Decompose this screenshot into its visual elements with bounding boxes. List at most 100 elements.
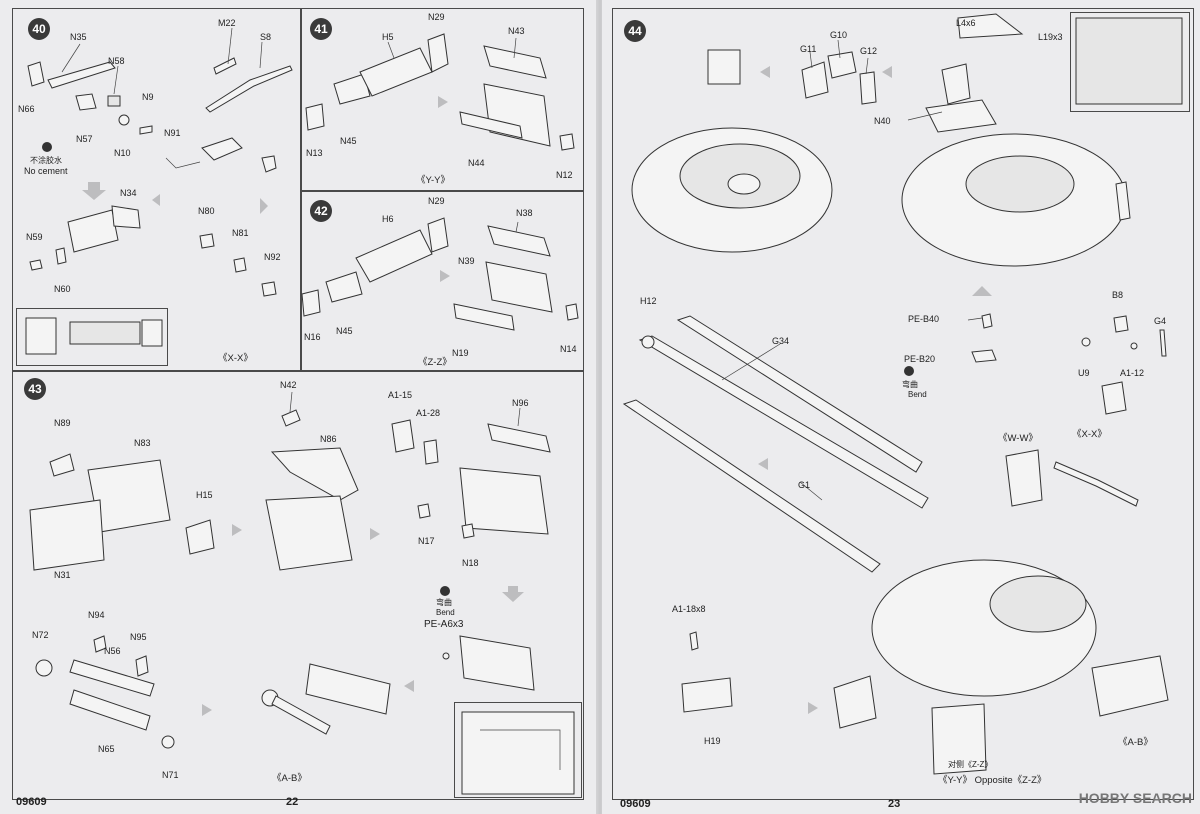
part-label: A1-28	[416, 408, 441, 418]
part-label: G1	[798, 480, 811, 490]
part-label: N29	[428, 196, 445, 206]
page-number: 23	[888, 798, 901, 810]
right-page: 44 L4x6 L19x3 G10 G11 G12 N40 H12 G34 G1…	[602, 0, 1200, 814]
part-label: N10	[114, 148, 131, 158]
part-label: N16	[304, 332, 321, 342]
view-label-xx: 《X-X》	[218, 353, 253, 364]
part-label: A1-15	[388, 390, 413, 400]
pe-part-label: PE-A6x3	[424, 619, 464, 630]
part-label: N89	[54, 418, 71, 428]
part-label: N35	[70, 32, 87, 42]
part-label: N34	[120, 188, 137, 198]
part-label: N94	[88, 610, 105, 620]
part-label: N95	[130, 632, 147, 642]
part-label: N60	[54, 284, 71, 294]
no-cement-note-cn: 不涂胶水	[30, 156, 62, 165]
part-label: M22	[218, 18, 236, 28]
part-label: N38	[516, 208, 533, 218]
n35-bar	[27, 61, 116, 89]
opposite-note-cn: 对侧《Z-Z》	[948, 760, 993, 769]
part-label: N42	[280, 380, 297, 390]
part-label: N44	[468, 158, 485, 168]
product-code: 09609	[16, 796, 47, 808]
inset-xx-frame	[16, 308, 168, 366]
part-label: G12	[860, 46, 878, 56]
bend-label-cn: 弯曲	[436, 598, 452, 607]
bend-label: Bend	[436, 608, 455, 617]
part-label: N81	[232, 228, 249, 238]
part-label: N12	[556, 170, 573, 180]
watermark: HOBBY SEARCH	[1078, 790, 1192, 806]
page-number: 22	[286, 796, 299, 808]
view-label-xx: 《X-X》	[1072, 429, 1107, 440]
bend-icon	[440, 586, 450, 596]
view-label-ww: 《W-W》	[998, 433, 1038, 444]
right-line-art	[622, 13, 1183, 775]
part-label: PE-B20	[904, 354, 936, 364]
part-label: G11	[800, 44, 817, 54]
part-label: H19	[704, 736, 721, 746]
part-label: N17	[418, 536, 435, 546]
part-label: B8	[1112, 290, 1124, 300]
part-label: H6	[382, 214, 394, 224]
part-label: N65	[98, 744, 115, 754]
part-label: N92	[264, 252, 281, 262]
part-label: N45	[336, 326, 353, 336]
book-spine	[596, 0, 604, 814]
part-label: N45	[340, 136, 357, 146]
m22-gun	[205, 57, 293, 113]
view-label-ab: 《A-B》	[1118, 737, 1153, 748]
product-code: 09609	[620, 798, 651, 810]
part-label: N40	[874, 116, 891, 126]
part-label: S8	[260, 32, 272, 42]
step40-badge: 40	[28, 18, 50, 40]
part-label: N72	[32, 630, 49, 640]
part-label: L19x3	[1038, 32, 1063, 42]
no-cement-note: No cement	[24, 166, 68, 176]
part-label: N19	[452, 348, 469, 358]
bend-icon	[904, 366, 914, 376]
inset-detail-frame	[1070, 12, 1190, 112]
step41-badge: 41	[310, 18, 332, 40]
left-line-art	[25, 27, 579, 795]
view-label-yy: 《Y-Y》	[416, 175, 450, 186]
step44-badge: 44	[624, 20, 646, 42]
part-label: N80	[198, 206, 215, 216]
part-label: N59	[26, 232, 43, 242]
part-label: N9	[142, 92, 154, 102]
part-label: N18	[462, 558, 479, 568]
part-label: H12	[640, 296, 657, 306]
step42-frame	[300, 190, 584, 372]
step42-badge: 42	[310, 200, 332, 222]
part-label: G4	[1154, 316, 1167, 326]
part-label: N13	[306, 148, 323, 158]
step43-frame	[12, 370, 584, 800]
view-label-yy: 《Y-Y》 Opposite《Z-Z》	[938, 775, 1047, 786]
view-label-zz: 《Z-Z》	[418, 357, 452, 368]
part-label: L4x6	[956, 18, 976, 28]
part-label: N56	[104, 646, 121, 656]
inset-ab-frame	[454, 702, 582, 798]
part-label: H5	[382, 32, 394, 42]
part-label: PE-B40	[908, 314, 940, 324]
part-label: N14	[560, 344, 577, 354]
bend-label: Bend	[908, 390, 927, 399]
part-label: N86	[320, 434, 337, 444]
part-label: A1-12	[1120, 368, 1145, 378]
part-label: G10	[830, 30, 848, 40]
part-label: N58	[108, 56, 125, 66]
part-label: A1-18x8	[672, 604, 706, 614]
part-label: N71	[162, 770, 179, 780]
part-label: N66	[18, 104, 35, 114]
part-label: N83	[134, 438, 151, 448]
step41-frame	[300, 8, 584, 192]
part-label: N29	[428, 12, 445, 22]
part-label: H15	[196, 490, 213, 500]
part-label: N96	[512, 398, 529, 408]
part-label: N31	[54, 570, 71, 580]
view-label-ab: 《A-B》	[272, 773, 307, 784]
part-label: G34	[772, 336, 790, 346]
part-label: N57	[76, 134, 93, 144]
step44-frame	[612, 8, 1194, 800]
no-cement-icon	[42, 142, 52, 152]
